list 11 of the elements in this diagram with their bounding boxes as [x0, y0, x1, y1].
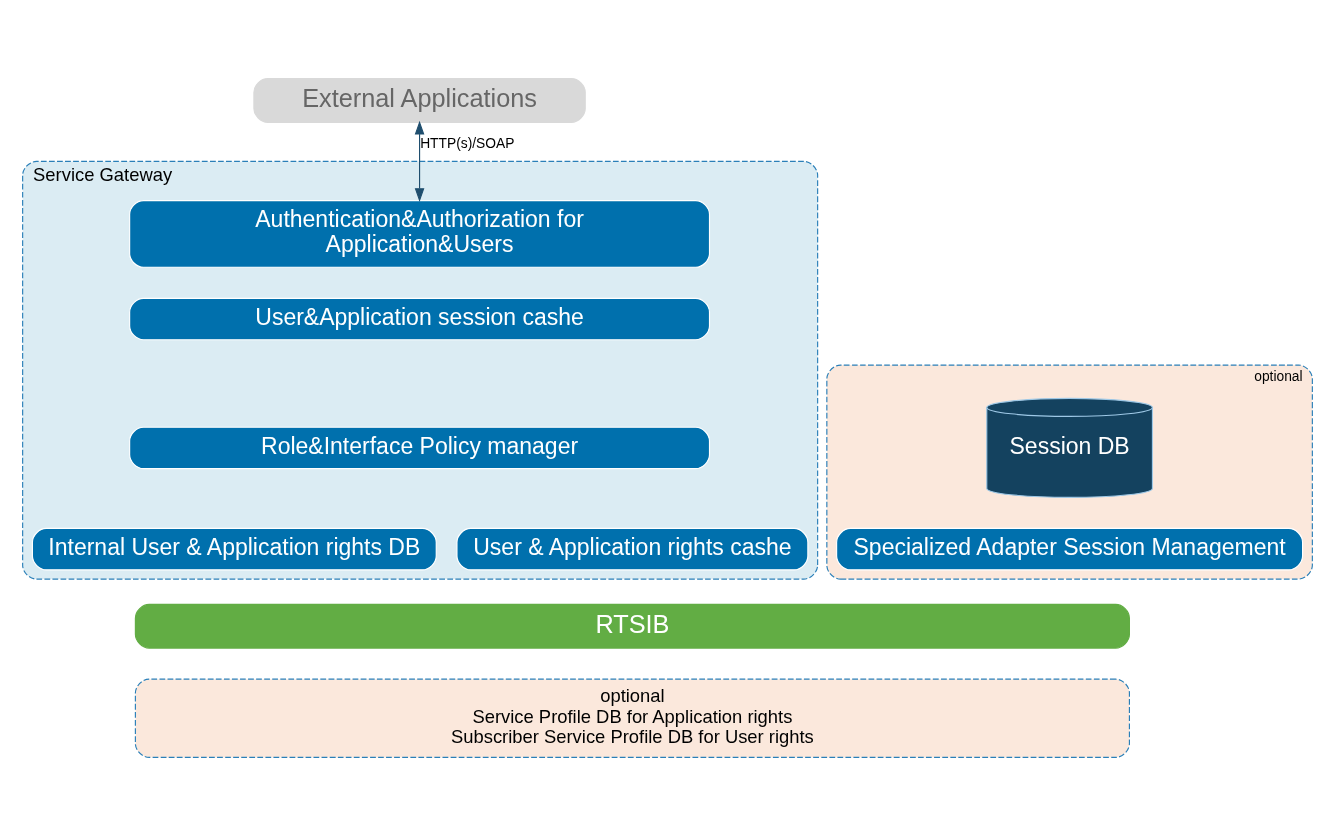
- edge-label: HTTP(s)/SOAP: [420, 136, 515, 152]
- node-box: Internal User & Application rights DB: [31, 527, 437, 571]
- node-box: optional Service Profile DB for Application rights Subscriber Service Profile DB for User rights: [134, 678, 1130, 758]
- node-box: Specialized Adapter Session Management: [836, 527, 1304, 571]
- node-box: External Applications: [253, 78, 586, 123]
- arrow: [414, 120, 425, 203]
- node-box: Role&Interface Policy manager: [129, 426, 711, 470]
- node-box: Authentication&Authorization for Application&Users: [129, 200, 711, 268]
- node-box: RTSIB: [134, 603, 1130, 649]
- node-box: User&Application session cashe: [129, 297, 711, 341]
- node-box: User & Application rights cashe: [456, 527, 809, 571]
